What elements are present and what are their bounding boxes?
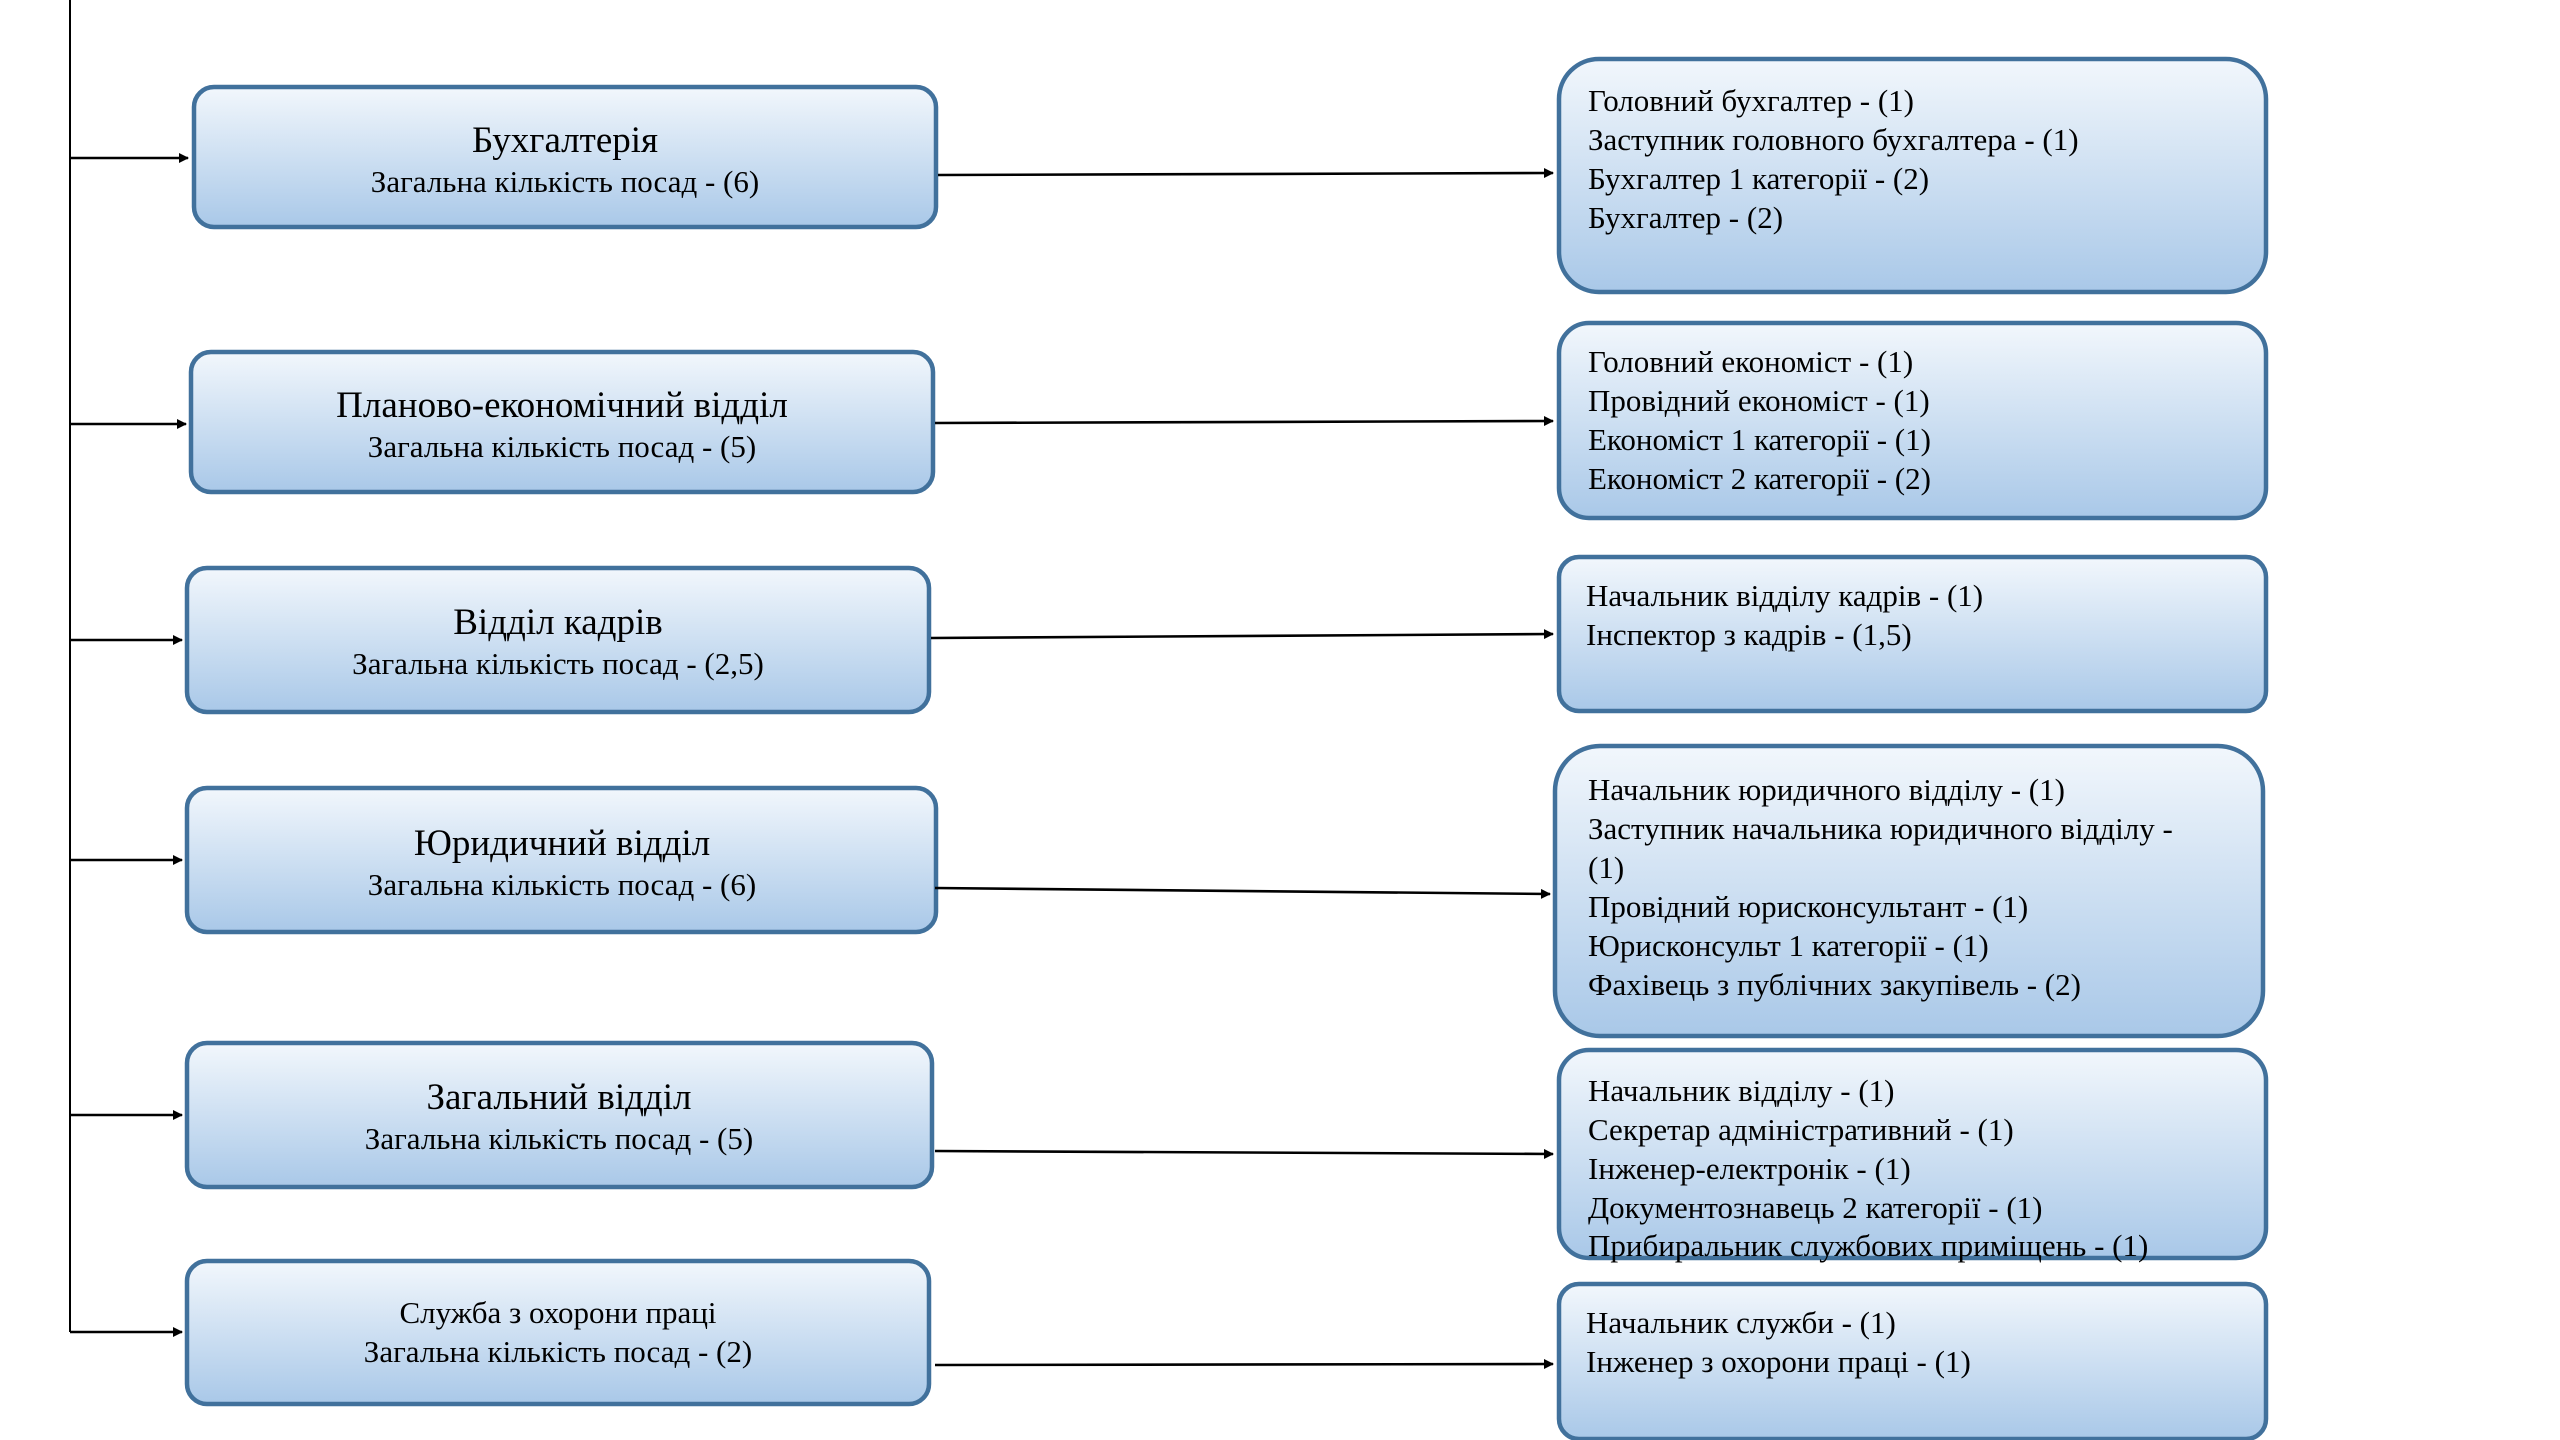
positions-box-planning-economic	[1556, 320, 2269, 521]
dept-row-labor-safety: Служба з охорони праці Загальна кількіст…	[70, 1258, 2269, 1440]
positions-box-general	[1556, 1047, 2269, 1261]
position-item: Начальник служби - (1)	[1586, 1305, 1896, 1340]
dept-count: Загальна кількість посад - (2)	[364, 1334, 752, 1369]
position-item: Інспектор з кадрів - (1,5)	[1586, 617, 1912, 652]
dept-arrow-accounting	[937, 168, 1554, 179]
positions-box-labor-safety	[1556, 1281, 2269, 1440]
dept-arrow-labor-safety	[934, 1359, 1554, 1370]
position-item: Заступник головного бухгалтера - (1)	[1588, 122, 2079, 157]
dept-box-accounting	[191, 84, 939, 230]
dept-box-legal	[184, 785, 939, 935]
dept-row-hr: Відділ кадрів Загальна кількість посад -…	[70, 554, 2269, 715]
dept-row-planning-economic: Планово-економічний відділ Загальна кіль…	[70, 320, 2269, 521]
position-item: Заступник начальника юридичного відділу …	[1588, 811, 2173, 846]
dept-arrow-planning-economic	[934, 416, 1554, 427]
dept-name: Юридичний відділ	[414, 823, 710, 864]
position-item: Начальник юридичного відділу - (1)	[1588, 772, 2065, 807]
position-item: (1)	[1588, 850, 1624, 885]
position-item: Інженер-електронік - (1)	[1588, 1151, 1911, 1186]
position-item: Провідний економіст - (1)	[1588, 383, 1930, 418]
position-item: Економіст 2 категорії - (2)	[1588, 461, 1931, 496]
position-item: Фахівець з публічних закупівель - (2)	[1588, 967, 2081, 1002]
position-item: Юрисконсульт 1 категорії - (1)	[1588, 928, 1989, 963]
dept-name: Планово-економічний відділ	[336, 385, 788, 426]
position-item: Секретар адміністративний - (1)	[1588, 1112, 2014, 1147]
position-item: Бухгалтер 1 категорії - (2)	[1588, 161, 1929, 196]
dept-count: Загальна кількість посад - (5)	[365, 1121, 753, 1156]
dept-count: Загальна кількість посад - (2,5)	[352, 646, 764, 681]
position-item: Головний економіст - (1)	[1588, 344, 1913, 379]
positions-box-accounting	[1556, 56, 2269, 295]
position-item: Провідний юрисконсультант - (1)	[1588, 889, 2028, 924]
dept-row-general: Загальний відділ Загальна кількість поса…	[70, 1040, 2269, 1263]
position-item: Прибиральник службових приміщень - (1)	[1588, 1228, 2148, 1263]
dept-arrow-legal	[934, 886, 1551, 899]
positions-box-hr	[1556, 554, 2269, 714]
position-item: Начальник відділу - (1)	[1588, 1073, 1894, 1108]
position-item: Начальник відділу кадрів - (1)	[1586, 578, 1983, 613]
position-item: Головний бухгалтер - (1)	[1588, 83, 1914, 118]
position-item: Інженер з охорони праці - (1)	[1586, 1344, 1971, 1379]
positions-box-legal	[1552, 743, 2266, 1039]
dept-count: Загальна кількість посад - (5)	[368, 429, 756, 464]
position-item: Економіст 1 категорії - (1)	[1588, 422, 1931, 457]
dept-arrow-general	[934, 1148, 1554, 1159]
dept-box-labor-safety	[184, 1258, 932, 1407]
dept-count: Загальна кількість посад - (6)	[371, 164, 759, 199]
dept-box-planning-economic	[188, 349, 936, 495]
dept-name: Загальний відділ	[426, 1077, 691, 1118]
dept-name: Відділ кадрів	[453, 602, 663, 643]
dept-box-hr	[184, 565, 932, 715]
dept-count: Загальна кількість посад - (6)	[368, 867, 756, 902]
dept-name: Служба з охорони праці	[399, 1295, 716, 1330]
dept-row-legal: Юридичний відділ Загальна кількість поса…	[70, 743, 2266, 1039]
position-item: Бухгалтер - (2)	[1588, 200, 1783, 235]
position-item: Документознавець 2 категорії - (1)	[1588, 1190, 2043, 1225]
dept-arrow-hr	[930, 629, 1554, 640]
dept-box-general	[184, 1040, 935, 1190]
dept-row-accounting: Бухгалтерія Загальна кількість посад - (…	[70, 56, 2269, 295]
dept-name: Бухгалтерія	[472, 120, 658, 161]
